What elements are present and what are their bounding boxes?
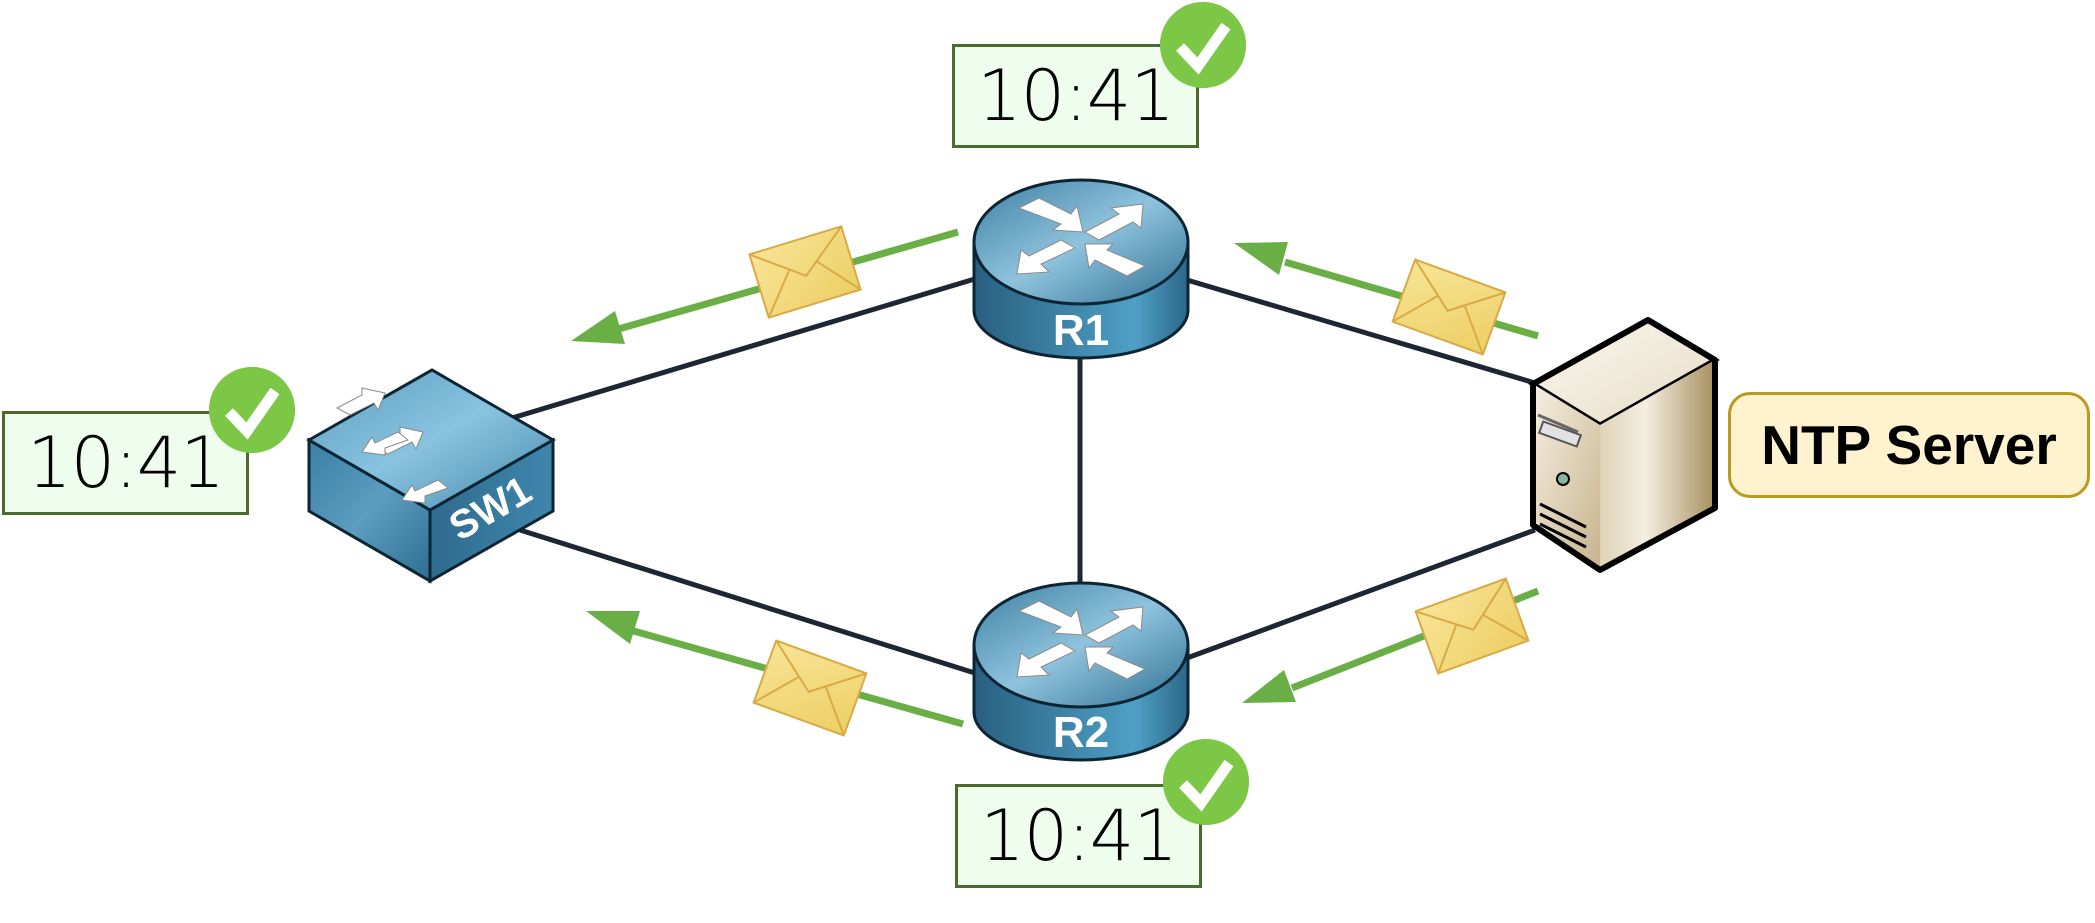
envelope-icon xyxy=(1391,258,1507,356)
link-r1-ntp xyxy=(1186,277,1536,386)
clock-r2-time: 10:41 xyxy=(980,795,1178,877)
links xyxy=(511,275,1536,677)
envelope-icon xyxy=(752,639,868,737)
router-arrows-icon xyxy=(1016,197,1147,277)
clock-r1-time: 10:41 xyxy=(977,55,1175,137)
ntp-server[interactable] xyxy=(1528,317,1720,573)
router-r1-label: R1 xyxy=(1053,306,1109,355)
link-sw1-r2 xyxy=(519,527,979,677)
link-sw1-r1 xyxy=(511,275,979,421)
switch-sw1[interactable]: SW1 xyxy=(305,368,557,584)
arrowhead-icon xyxy=(586,611,640,644)
ntp-server-label-text: NTP Server xyxy=(1761,414,2057,476)
arrowhead-icon xyxy=(571,311,625,344)
switch-arrows-icon xyxy=(335,387,450,504)
clock-sw1: 10:41 xyxy=(2,411,249,515)
messages xyxy=(748,225,1530,737)
clock-r2: 10:41 xyxy=(955,784,1202,888)
ntp-server-label: NTP Server xyxy=(1728,392,2090,498)
link-r2-ntp xyxy=(1186,527,1536,661)
arrowhead-icon xyxy=(1234,242,1288,275)
arrowhead-icon xyxy=(1242,670,1296,703)
power-led-icon xyxy=(1556,472,1570,486)
router-arrows-icon xyxy=(1016,600,1147,680)
router-r2-label: R2 xyxy=(1053,708,1109,757)
router-r1[interactable]: R1 xyxy=(972,178,1190,360)
envelope-icon xyxy=(1414,577,1530,675)
clock-r1: 10:41 xyxy=(952,44,1199,148)
clock-sw1-time: 10:41 xyxy=(27,422,225,504)
envelope-icon xyxy=(748,225,862,319)
router-r2[interactable]: R2 xyxy=(972,581,1190,762)
